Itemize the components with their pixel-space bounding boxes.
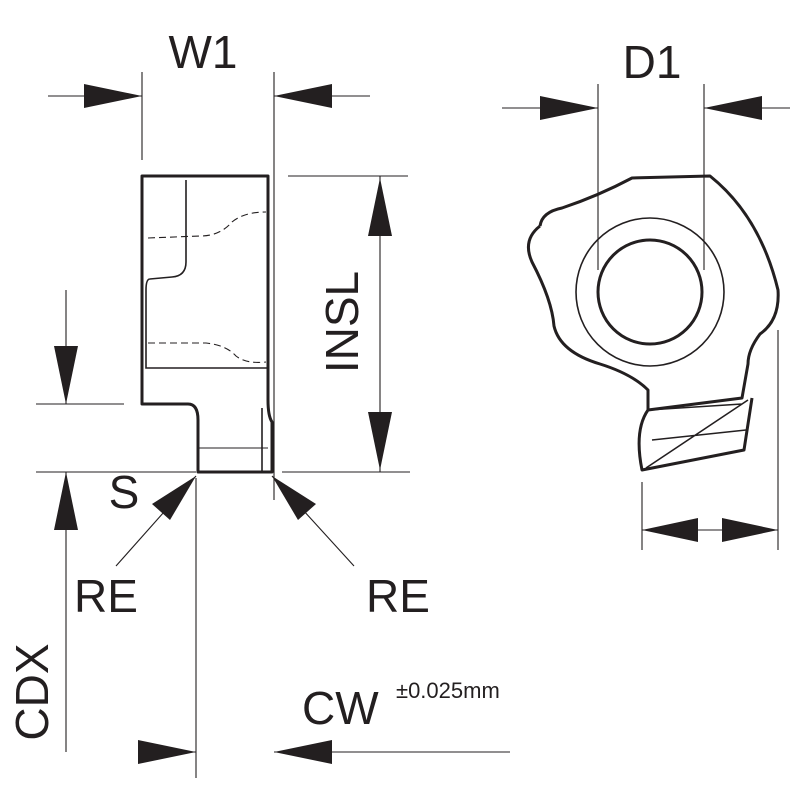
re-left-leader (115, 475, 197, 567)
re-right-leader (271, 475, 355, 567)
cut-width-dimension (641, 330, 779, 550)
mounting-hole-outer (575, 217, 725, 367)
hidden-line-upper (147, 211, 267, 239)
cdx-label: CDX (6, 643, 58, 740)
cw-dimension (138, 478, 510, 778)
d1-dimension (502, 84, 790, 270)
w1-dimension (48, 72, 370, 500)
re-left-label: RE (74, 570, 138, 622)
cw-label: CW (302, 682, 379, 734)
insert-side-view (140, 174, 274, 474)
w1-label: W1 (169, 26, 238, 78)
insert-top-view (526, 174, 780, 472)
d1-label: D1 (623, 36, 682, 88)
cw-tolerance: ±0.025mm (396, 678, 500, 703)
insl-label: INSL (316, 271, 368, 373)
hidden-line-lower (148, 342, 267, 363)
insert-top-rake (645, 399, 749, 469)
insert-side-outline (140, 174, 274, 474)
re-right-label: RE (366, 570, 430, 622)
insert-top-flank (526, 224, 650, 410)
insl-dimension (282, 175, 410, 473)
mounting-hole (596, 238, 704, 346)
insert-top-outline (538, 174, 780, 472)
insert-side-step (145, 180, 268, 369)
cdx-dimension (36, 290, 196, 752)
s-label: S (109, 466, 140, 518)
